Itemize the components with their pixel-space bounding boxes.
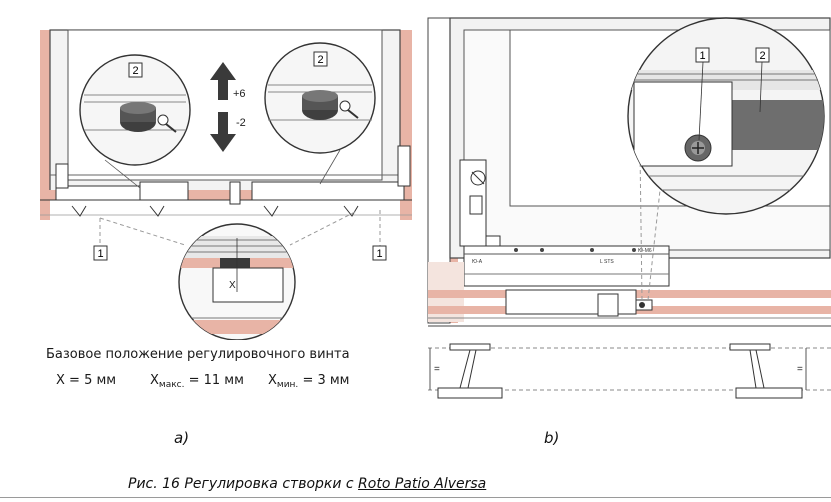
adjust-arrows-icon (210, 62, 236, 152)
equal-mark-right: = (797, 364, 803, 375)
callout-1-right (372, 245, 387, 261)
zoom-circle-detail (178, 223, 296, 340)
adjust-up-label: +6 (233, 88, 246, 100)
figure-a-drawing: 2 2 +6 -2 1 1 X (40, 29, 412, 340)
corner-fitting (459, 159, 501, 247)
callout-b-2 (755, 47, 770, 63)
rail-marking-right: Ю-М6 (638, 248, 652, 254)
page-divider (0, 497, 831, 498)
x-max-value: Xмакс. = 11 мм (150, 373, 244, 390)
cover-strip (730, 100, 824, 150)
bottom-track (40, 190, 412, 200)
fitting-left (55, 163, 189, 217)
caption-brand: Roto Patio Alversa (358, 476, 487, 492)
callout-b-2-number: 2 (759, 50, 765, 62)
callout-b-1 (695, 47, 710, 63)
adjust-down-label: -2 (236, 117, 246, 129)
callout-2-left (128, 62, 143, 78)
zoom-circle-left (79, 54, 191, 166)
equal-mark-left: = (434, 364, 440, 375)
callout-2-left-number: 2 (132, 65, 138, 77)
figure-a-label: a) (174, 429, 190, 447)
adjust-screw-base-title: Базовое положение регулировочного винта (46, 347, 350, 362)
figure-b-drawing: Ю-А L STS Ю-М6 (427, 17, 831, 399)
x-base-value: X = 5 мм (56, 373, 117, 388)
figure-b-label: b) (544, 429, 560, 447)
figure-caption: Рис. 16 Регулировка створки с Roto Patio… (128, 476, 487, 492)
callout-2-right (313, 51, 328, 67)
callout-1-left (93, 245, 108, 261)
zoom-circle-right (264, 42, 376, 154)
rail-marking-mid: L STS (600, 259, 614, 265)
zoom-circle-b (627, 17, 825, 215)
callout-1-left-number: 1 (97, 248, 103, 260)
callout-1-right-number: 1 (376, 248, 382, 260)
x-min-value: Xмин. = 3 мм (268, 373, 350, 390)
dimension-x-label: X (229, 280, 236, 291)
roller-carriage (505, 289, 653, 317)
callout-2-right-number: 2 (317, 54, 323, 66)
fitting-right (251, 145, 411, 217)
rail-marking-left: Ю-А (472, 259, 483, 265)
frame-left-profile (40, 30, 50, 220)
callout-b-1-number: 1 (699, 50, 705, 62)
schematic-bottom (428, 343, 831, 399)
